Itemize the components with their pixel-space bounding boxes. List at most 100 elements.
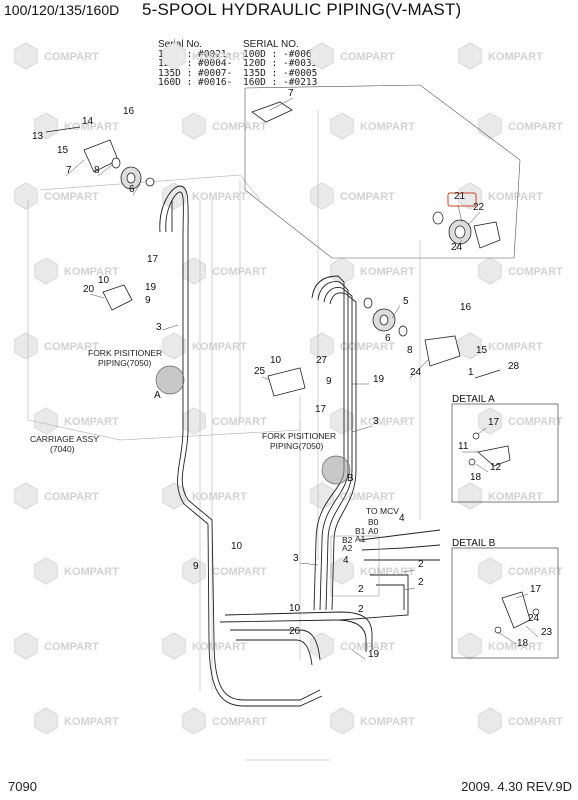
watermark-logo: [330, 112, 354, 140]
serial-row: 135D : #0007-: [158, 67, 233, 79]
callout-a-letter: A: [154, 390, 161, 401]
watermark-text: KOMPART: [192, 341, 247, 353]
watermark-text: COMPART: [340, 51, 395, 63]
part-number: 5: [403, 296, 409, 307]
part-number: 18: [470, 472, 482, 483]
part-number: 3: [293, 553, 299, 564]
watermark-logo: [330, 707, 354, 735]
watermark-text: COMPART: [44, 191, 99, 203]
part-number: 17: [488, 417, 500, 428]
bolt-left: [45, 126, 81, 133]
watermark-logo: [182, 112, 206, 140]
fork-positioner-label-1: FORK PISITIONER: [88, 348, 162, 358]
fork-positioner-ref-1: PIPING(7050): [98, 358, 152, 368]
mid-block: [267, 367, 306, 397]
watermark-text: COMPART: [212, 416, 267, 428]
part-number: 6: [385, 333, 391, 344]
part-number: 3: [156, 322, 162, 333]
part-number: 12: [490, 462, 502, 473]
right-bracket: [424, 335, 461, 367]
part-number: 7: [288, 88, 294, 99]
detail-b-frame: [451, 547, 559, 659]
watermark-text: COMPART: [212, 566, 267, 578]
part-number: 4: [399, 513, 405, 524]
watermark-logo: [34, 557, 58, 585]
part-number: 23: [541, 627, 553, 638]
watermark-text: KOMPART: [64, 716, 119, 728]
watermark-text: KOMPART: [488, 491, 543, 503]
watermark-logo: [330, 557, 354, 585]
part-number: 28: [508, 361, 520, 372]
part-number: 10: [98, 275, 110, 286]
part-number: 15: [57, 145, 69, 156]
watermark-logo: [162, 332, 186, 360]
watermark-logo: [478, 407, 502, 435]
part-number: 13: [32, 131, 44, 142]
bushing-right: [363, 297, 373, 309]
fork-positioner-label-2: FORK PISITIONER: [262, 431, 336, 441]
port-label: B1: [355, 526, 366, 536]
part-number: 2: [418, 577, 424, 588]
watermark-text: COMPART: [340, 191, 395, 203]
watermark-text: KOMPART: [488, 51, 543, 63]
watermark-text: COMPART: [340, 491, 395, 503]
watermark-text: COMPART: [508, 266, 563, 278]
inset-parts: [251, 101, 501, 249]
serial-row: 120D : #0004-: [158, 58, 233, 69]
serial-row: 100D : #0021-: [158, 48, 233, 60]
part-number: 16: [460, 302, 472, 313]
mast-structure: [27, 110, 421, 761]
part-number: 11: [458, 441, 469, 452]
watermark-logo: [458, 332, 482, 360]
watermark-text: KOMPART: [192, 491, 247, 503]
watermark-text: COMPART: [212, 266, 267, 278]
watermark-text: COMPART: [340, 341, 395, 353]
watermark-text: KOMPART: [360, 716, 415, 728]
port-label: B2: [342, 535, 353, 545]
watermark-text: COMPART: [212, 121, 267, 133]
serial-row: 160D : #0016-: [158, 77, 233, 88]
watermark-text: COMPART: [508, 566, 563, 578]
bolt-right: [474, 369, 501, 379]
watermark-logo: [478, 557, 502, 585]
revision-date: 2009. 4.30 REV.9D: [461, 779, 572, 794]
fork-positioner-ref-2: PIPING(7050): [270, 441, 324, 451]
mcv-fitting-group: [330, 535, 380, 597]
watermark-logo: [182, 257, 206, 285]
highlight-box: [447, 192, 477, 207]
part-number: 6: [129, 184, 135, 195]
watermark-text: COMPART: [212, 716, 267, 728]
part-number: 18: [517, 638, 529, 649]
watermark-logo: [478, 707, 502, 735]
page-number: 7090: [8, 779, 37, 794]
watermark-logo: [458, 632, 482, 660]
watermark-logo: [182, 707, 206, 735]
watermark-logo: [14, 42, 38, 70]
watermark-logo: [310, 482, 334, 510]
watermark-logo: [162, 482, 186, 510]
watermark-text: KOMPART: [64, 266, 119, 278]
page-title: 5-SPOOL HYDRAULIC PIPING(V-MAST): [142, 0, 462, 19]
watermark-text: KOMPART: [488, 341, 543, 353]
callout-b-circle: [321, 455, 351, 485]
watermark-text: KOMPART: [64, 121, 119, 133]
watermark-text: KOMPART: [64, 416, 119, 428]
part-number: 10: [289, 603, 301, 614]
part-number: 4: [343, 555, 349, 566]
part-number: 7: [66, 165, 72, 176]
part-number: 9: [326, 376, 332, 387]
hose-lines: [159, 185, 441, 707]
part-number: 17: [530, 584, 542, 595]
watermark-text: KOMPART: [360, 121, 415, 133]
watermark-text: KOMPART: [360, 266, 415, 278]
watermark-logo: [34, 257, 58, 285]
bushing-right-2: [398, 325, 408, 337]
watermark-text: COMPART: [508, 121, 563, 133]
watermark-text: KOMPART: [192, 641, 247, 653]
serial-range-right: SERIAL NO. 100D : -#0061 120D : -#0033 1…: [243, 40, 317, 88]
mid-left-block: [102, 284, 133, 311]
part-number: 24: [528, 613, 540, 624]
to-mcv-label: TO MCV: [366, 506, 399, 516]
callout-a-circle: [155, 365, 185, 395]
